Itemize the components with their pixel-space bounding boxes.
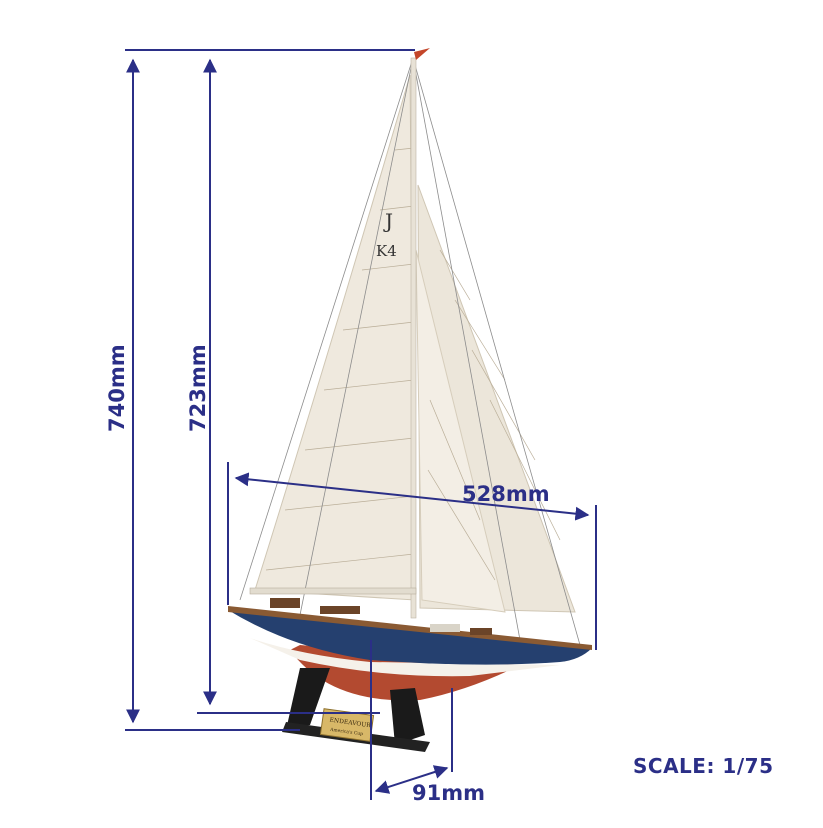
display-stand: ENDEAVOUR America's Cup	[282, 668, 430, 752]
sail-letter: J	[383, 209, 393, 233]
total-height-label: 740mm	[105, 344, 129, 432]
hull-blue-topsides	[228, 610, 592, 665]
length-label: 528mm	[462, 482, 550, 506]
mast-height-label: 723mm	[186, 344, 210, 432]
deck	[228, 606, 592, 650]
pennant-flag	[414, 48, 430, 60]
mainsail	[254, 74, 416, 601]
hull	[228, 598, 592, 701]
plaque-subtitle: America's Cup	[329, 727, 364, 738]
beam-arrow	[374, 765, 449, 794]
mast	[410, 57, 417, 619]
scale-label: SCALE: 1/75	[633, 754, 774, 778]
dimension-lines	[125, 49, 597, 800]
hull-white-stripe	[250, 638, 560, 677]
boom	[249, 587, 417, 595]
staysail	[415, 249, 506, 613]
deck-fittings	[270, 598, 492, 635]
sail-number: K4	[376, 242, 397, 260]
beam-label: 91mm	[412, 781, 485, 805]
length-arrow	[234, 472, 590, 521]
